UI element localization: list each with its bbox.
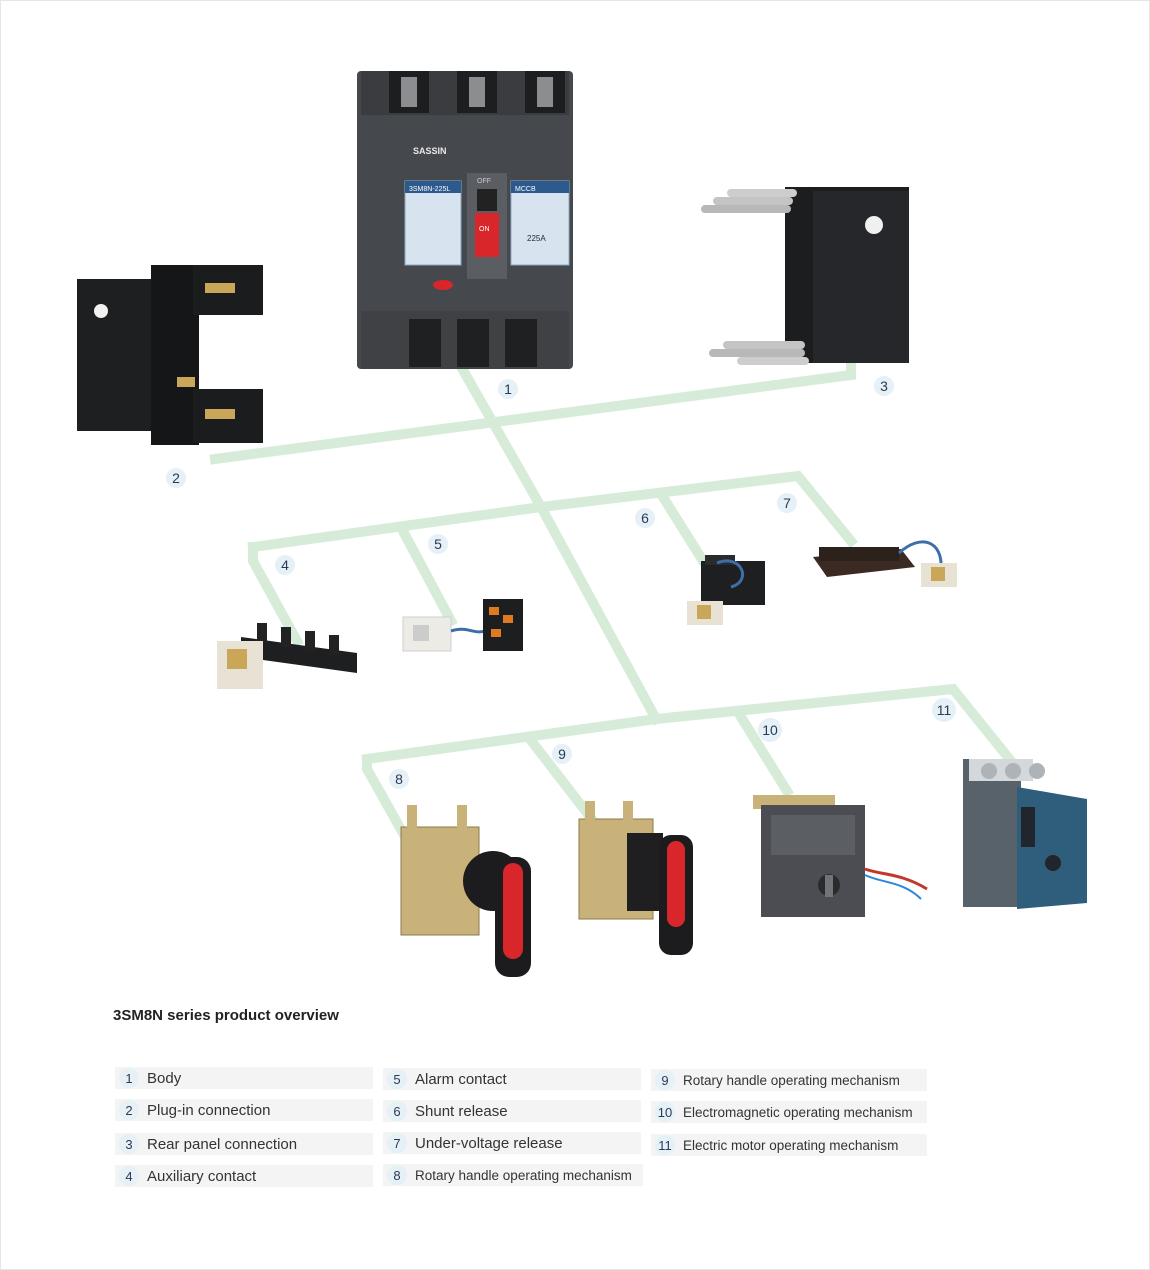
callout-5: 5 — [428, 534, 448, 554]
connector-lower-branch — [362, 758, 420, 858]
legend-label: Rotary handle operating mechanism — [683, 1072, 900, 1088]
rotary-handle-8-image — [400, 805, 531, 977]
svg-text:3: 3 — [880, 378, 888, 394]
electric-motor-mechanism-image — [963, 759, 1087, 909]
legend-number: 5 — [387, 1069, 407, 1089]
connector-lines — [209, 356, 1019, 858]
callout-badges: 1 2 3 4 5 6 7 8 9 10 11 — [166, 376, 956, 789]
legend-label: Rear panel connection — [147, 1135, 298, 1153]
legend-label: Body — [147, 1069, 182, 1087]
plug-in-connection-image — [77, 265, 263, 445]
legend-item-11: 11 Electric motor operating mechanism — [651, 1134, 927, 1156]
legend-item-9: 9 Rotary handle operating mechanism — [651, 1069, 927, 1091]
legend-label: Rotary handle operating mechanism — [415, 1167, 632, 1183]
legend-number: 3 — [119, 1134, 139, 1154]
callout-9: 9 — [552, 744, 572, 764]
connector-2-3 — [209, 362, 856, 465]
breaker-brand-text: SASSIN — [413, 146, 447, 156]
svg-text:11: 11 — [937, 702, 952, 718]
callout-11: 11 — [932, 698, 956, 722]
legend-number: 10 — [655, 1102, 675, 1122]
alarm-contact-image — [402, 599, 523, 652]
under-voltage-release-image — [813, 540, 957, 587]
rear-panel-connection-image — [701, 187, 909, 365]
legend-label: Plug-in connection — [147, 1101, 271, 1119]
breaker-rating-text: 225A — [527, 234, 546, 243]
legend-item-2: 2 Plug-in connection — [115, 1099, 373, 1121]
svg-text:8: 8 — [395, 771, 403, 787]
rotary-handle-9-image — [578, 801, 693, 955]
connector-lower-main — [361, 683, 1019, 769]
legend-item-1: 1 Body — [115, 1067, 373, 1089]
shunt-release-image — [687, 555, 765, 625]
legend-label: Alarm contact — [415, 1070, 507, 1088]
breaker-model-text: 3SM8N-225L — [409, 186, 450, 193]
legend-item-7: 7 Under-voltage release — [383, 1132, 641, 1154]
legend-item-4: 4 Auxiliary contact — [115, 1165, 373, 1187]
svg-text:7: 7 — [783, 495, 791, 511]
connector-5 — [396, 524, 458, 628]
callout-7: 7 — [777, 493, 797, 513]
svg-text:4: 4 — [281, 557, 289, 573]
svg-text:6: 6 — [641, 510, 649, 526]
legend-item-5: 5 Alarm contact — [383, 1068, 641, 1090]
connector-4 — [248, 542, 304, 648]
svg-text:10: 10 — [762, 722, 778, 738]
legend-label: Auxiliary contact — [147, 1167, 257, 1185]
legend-item-10: 10 Electromagnetic operating mechanism — [651, 1101, 927, 1123]
legend-number: 7 — [387, 1133, 407, 1153]
callout-8: 8 — [389, 769, 409, 789]
breaker-on-text: ON — [479, 226, 490, 233]
breaker-body-image: SASSIN 3SM8N-225L MCCB 225A OFF ON — [357, 71, 573, 369]
breaker-off-text: OFF — [477, 178, 491, 185]
overview-title: 3SM8N series product overview — [113, 1007, 339, 1024]
legend-number: 2 — [119, 1100, 139, 1120]
connector-upper-branch — [247, 470, 859, 553]
legend-item-3: 3 Rear panel connection — [115, 1133, 373, 1155]
legend-label: Electromagnetic operating mechanism — [683, 1104, 913, 1120]
connector-10 — [734, 710, 794, 798]
svg-text:1: 1 — [504, 381, 512, 397]
callout-3: 3 — [874, 376, 894, 396]
electromagnetic-mechanism-image — [753, 795, 928, 917]
legend-number: 1 — [119, 1068, 139, 1088]
product-diagram: SASSIN 3SM8N-225L MCCB 225A OFF ON — [77, 71, 1087, 977]
legend-item-6: 6 Shunt release — [383, 1100, 641, 1122]
callout-1: 1 — [498, 379, 518, 399]
legend-number: 8 — [387, 1165, 407, 1185]
breaker-type-text: MCCB — [515, 186, 536, 193]
legend-number: 9 — [655, 1070, 675, 1090]
legend-label: Electric motor operating mechanism — [683, 1137, 899, 1153]
legend-item-8: 8 Rotary handle operating mechanism — [383, 1164, 643, 1186]
svg-text:2: 2 — [172, 470, 180, 486]
auxiliary-contact-image — [217, 623, 357, 689]
legend-number: 6 — [387, 1101, 407, 1121]
legend-label: Under-voltage release — [415, 1134, 563, 1152]
callout-2: 2 — [166, 468, 186, 488]
callout-4: 4 — [275, 555, 295, 575]
legend-number: 11 — [655, 1135, 675, 1155]
legend-number: 4 — [119, 1166, 139, 1186]
callout-6: 6 — [635, 508, 655, 528]
svg-text:5: 5 — [434, 536, 442, 552]
legend-label: Shunt release — [415, 1102, 508, 1120]
svg-text:9: 9 — [558, 746, 566, 762]
callout-10: 10 — [758, 718, 782, 742]
